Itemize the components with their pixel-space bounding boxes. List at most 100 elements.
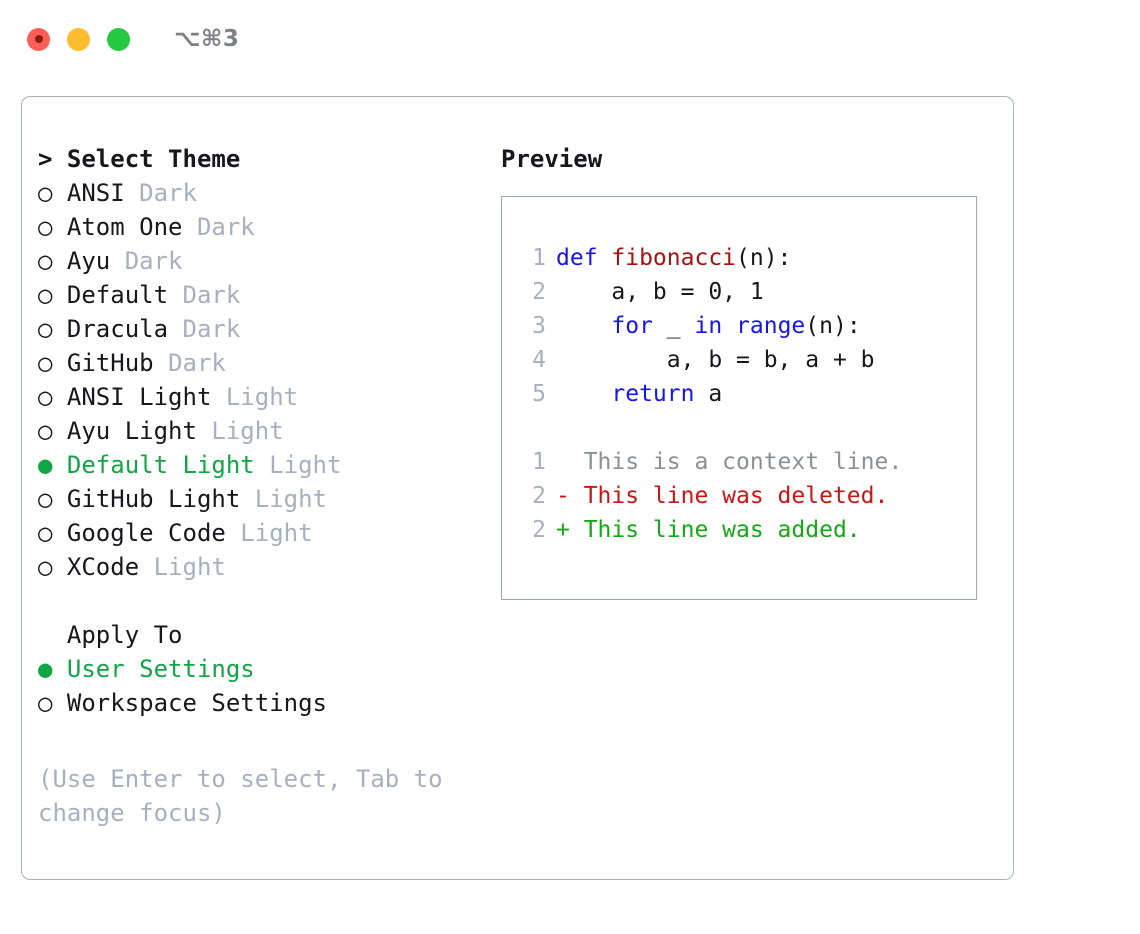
code-token: a [694, 381, 723, 407]
code-token: in [694, 313, 723, 339]
diff-line-del: 2 - This line was deleted. [520, 479, 976, 513]
theme-option-ayu-light[interactable]: ○ Ayu Light Light [38, 414, 488, 448]
code-token [722, 313, 736, 339]
section-spacer [38, 584, 488, 618]
keyboard-hint: (Use Enter to select, Tab to change focu… [38, 762, 458, 830]
line-number: 1 [532, 245, 546, 271]
theme-option-ansi-light[interactable]: ○ ANSI Light Light [38, 380, 488, 414]
theme-list: ○ ANSI Dark○ Atom One Dark○ Ayu Dark○ De… [38, 176, 488, 584]
radio-unselected-icon: ○ [38, 179, 67, 207]
radio-unselected-icon: ○ [38, 247, 67, 275]
keyboard-hint-line-1: (Use Enter to select, Tab to [38, 765, 443, 793]
focus-prompt-icon: > [38, 145, 67, 173]
diff-line-text: - This line was deleted. [556, 483, 889, 509]
keyboard-shortcut-label: ⌥⌘3 [174, 26, 240, 52]
theme-option-default-light[interactable]: ● Default Light Light [38, 448, 488, 482]
theme-option-tag: Dark [196, 213, 255, 241]
theme-option-label: Google Code [66, 519, 241, 547]
apply-to-prompt [38, 621, 67, 649]
theme-option-dracula[interactable]: ○ Dracula Dark [38, 312, 488, 346]
radio-unselected-icon: ○ [38, 281, 67, 309]
code-token: fibonacci [611, 245, 737, 271]
apply-option-workspace-settings[interactable]: ○ Workspace Settings [38, 686, 488, 720]
select-theme-heading: > Select Theme [38, 142, 488, 176]
code-token: (n): [805, 313, 861, 339]
radio-unselected-icon: ○ [38, 349, 67, 377]
diff-preview: 1 This is a context line. 2 - This line wa… [520, 445, 976, 547]
theme-option-xcode[interactable]: ○ XCode Light [38, 550, 488, 584]
zoom-button[interactable] [107, 27, 130, 51]
apply-option-label: Workspace Settings [66, 689, 327, 717]
theme-option-google-code[interactable]: ○ Google Code Light [38, 516, 488, 550]
line-number: 5 [532, 381, 546, 407]
code-token: return [611, 381, 695, 407]
minimize-button[interactable] [67, 27, 90, 51]
radio-unselected-icon: ○ [38, 383, 67, 411]
radio-unselected-icon: ○ [38, 213, 67, 241]
code-token: a, b = b, a + b [556, 347, 875, 373]
theme-option-github[interactable]: ○ GitHub Dark [38, 346, 488, 380]
apply-to-heading: Apply To [38, 618, 488, 652]
radio-unselected-icon: ○ [38, 485, 67, 513]
theme-option-label: GitHub [66, 349, 169, 377]
line-number: 2 [532, 483, 546, 509]
theme-option-ayu[interactable]: ○ Ayu Dark [38, 244, 488, 278]
theme-option-tag: Dark [124, 247, 183, 275]
radio-unselected-icon: ○ [38, 315, 67, 343]
apply-to-heading-label: Apply To [66, 621, 183, 649]
theme-option-label: XCode [66, 553, 154, 581]
line-number: 2 [532, 279, 546, 305]
code-token: range [736, 313, 806, 339]
preview-heading: Preview [501, 145, 603, 173]
line-number: 1 [532, 449, 546, 475]
theme-option-tag: Light [254, 485, 327, 513]
theme-option-github-light[interactable]: ○ GitHub Light Light [38, 482, 488, 516]
line-number: 4 [532, 347, 546, 373]
theme-option-tag: Dark [182, 315, 241, 343]
radio-unselected-icon: ○ [38, 553, 67, 581]
code-token: _ [652, 313, 695, 339]
theme-option-tag: Light [240, 519, 313, 547]
theme-option-ansi[interactable]: ○ ANSI Dark [38, 176, 488, 210]
code-diff-separator [520, 411, 976, 445]
code-token: def [556, 245, 612, 271]
theme-option-atom-one[interactable]: ○ Atom One Dark [38, 210, 488, 244]
theme-option-label: ANSI [66, 179, 140, 207]
traffic-light-buttons [27, 27, 130, 51]
radio-unselected-icon: ○ [38, 689, 67, 717]
apply-option-label: User Settings [66, 655, 255, 683]
code-line: 4 a, b = b, a + b [520, 343, 976, 377]
diff-line-text: This is a context line. [556, 449, 903, 475]
code-token [556, 381, 611, 407]
theme-option-tag: Light [269, 451, 342, 479]
code-line: 5 return a [520, 377, 976, 411]
theme-option-label: GitHub Light [66, 485, 255, 513]
theme-option-label: Dracula [66, 315, 183, 343]
line-number: 3 [532, 313, 546, 339]
theme-option-tag: Dark [182, 281, 241, 309]
close-button[interactable] [27, 27, 50, 51]
code-line: 3 for _ in range(n): [520, 309, 976, 343]
theme-picker-panel: > Select Theme ○ ANSI Dark○ Atom One Dar… [21, 96, 1014, 880]
radio-unselected-icon: ○ [38, 519, 67, 547]
title-bar: ⌥⌘3 [0, 0, 1140, 78]
theme-option-label: Ayu [66, 247, 125, 275]
theme-option-label: Default Light [66, 451, 270, 479]
theme-option-label: Ayu Light [66, 417, 212, 445]
diff-line-text: + This line was added. [556, 517, 861, 543]
diff-line-ctx: 1 This is a context line. [520, 445, 976, 479]
theme-option-default[interactable]: ○ Default Dark [38, 278, 488, 312]
radio-unselected-icon: ○ [38, 417, 67, 445]
diff-line-add: 2+ This line was added. [520, 513, 976, 547]
theme-option-tag: Dark [139, 179, 197, 207]
apply-option-user-settings[interactable]: ● User Settings [38, 652, 488, 686]
theme-option-tag: Light [153, 553, 226, 581]
theme-option-label: Default [66, 281, 183, 309]
keyboard-hint-line-2: change focus) [38, 799, 226, 827]
theme-option-tag: Dark [168, 349, 226, 377]
